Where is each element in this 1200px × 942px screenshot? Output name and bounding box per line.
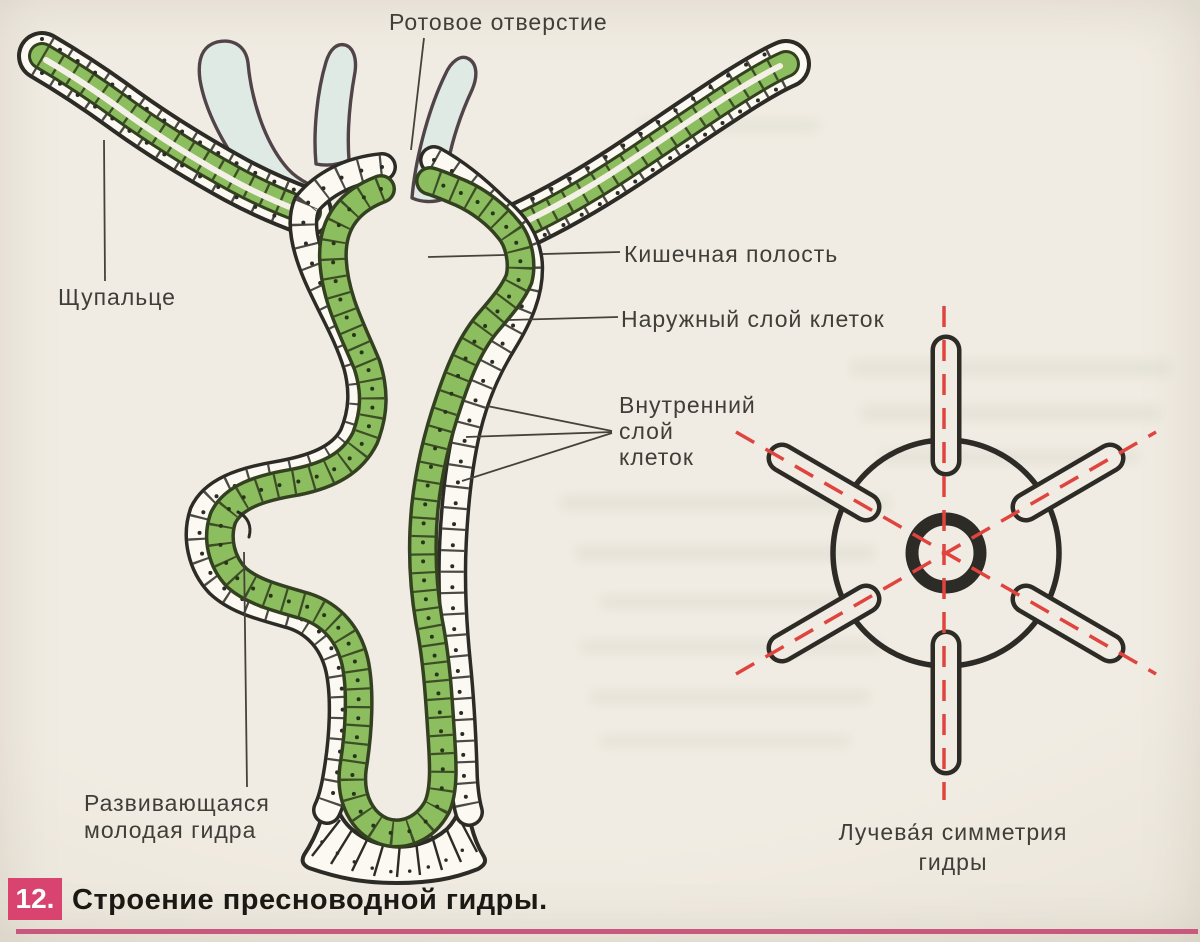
- label-bud-line2: молодая гидра: [84, 817, 257, 843]
- label-developing-bud: Развивающаяся молодая гидра: [84, 790, 270, 844]
- leader-mouth: [410, 37, 425, 151]
- bleed-through-smudge: [560, 495, 890, 511]
- label-inner-cell-layer: Внутренний слой клеток: [619, 392, 756, 470]
- symmetry-mouth-ring: [905, 512, 987, 594]
- figure-caption: Строение пресноводной гидры.: [72, 884, 548, 916]
- leader-inner-layer-3: [461, 432, 613, 482]
- leader-inner-layer-1: [486, 405, 613, 432]
- bleed-through-smudge: [590, 690, 870, 704]
- hydra-section-illustration: [17, 31, 811, 885]
- label-tentacle: Щупальце: [58, 284, 176, 310]
- leader-bud: [243, 551, 248, 788]
- label-symmetry-line2: гидры: [918, 849, 988, 875]
- label-gut-cavity: Кишечная полость: [624, 241, 839, 267]
- radial-symmetry-diagram: [735, 306, 1157, 800]
- label-symmetry-line1: Лучева́я симметрия: [838, 819, 1068, 845]
- leader-lines: [103, 37, 619, 788]
- tentacle-right-section: [495, 39, 811, 251]
- symmetry-axes: [735, 306, 1157, 800]
- label-inner-line2: слой: [619, 418, 674, 444]
- leader-tentacle: [103, 139, 106, 282]
- bleed-through-smudge: [600, 595, 860, 609]
- bleed-through-smudge: [600, 735, 850, 747]
- inner-green-cell-layer: [204, 166, 536, 849]
- bleed-through-smudge: [575, 545, 875, 561]
- tentacle-smooth-middle: [313, 42, 358, 167]
- bud-crease: [236, 510, 252, 539]
- tentacle-left-section: [17, 31, 333, 237]
- figure-number-badge: 12.: [8, 878, 62, 920]
- caption-divider-rule: [16, 929, 1198, 934]
- bleed-through-smudge: [850, 360, 1170, 376]
- label-outer-cell-layer: Наружный слой клеток: [621, 306, 885, 332]
- label-bud-line1: Развивающаяся: [84, 790, 270, 816]
- label-inner-line3: клеток: [619, 444, 694, 470]
- leader-outer-layer: [508, 316, 619, 321]
- label-mouth-opening: Ротовое отверстие: [389, 9, 608, 35]
- label-inner-line1: Внутренний: [619, 392, 756, 418]
- label-radial-symmetry: Лучева́я симметрия гидры: [788, 817, 1118, 877]
- leader-inner-layer-2: [465, 431, 613, 438]
